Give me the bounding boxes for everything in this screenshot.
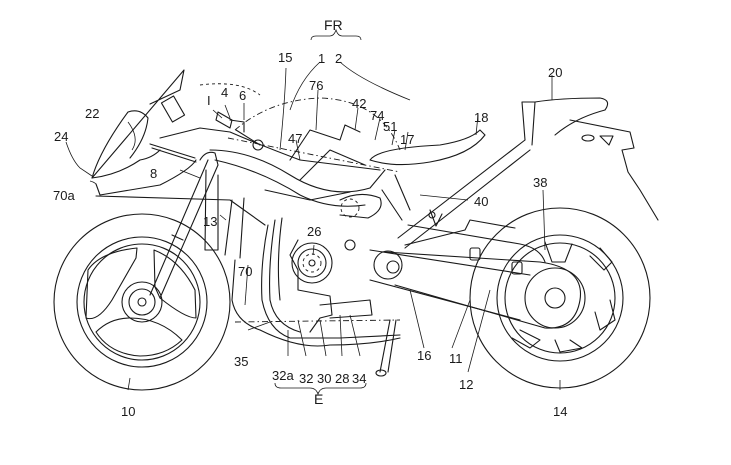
ref-32a: 32a [272, 368, 294, 383]
assembly-label: E [314, 391, 323, 407]
leader-lines [65, 28, 561, 396]
ref-70: 70 [238, 264, 252, 279]
rear-wheel [469, 207, 651, 389]
ref-26: 26 [307, 224, 321, 239]
ref-15: 15 [278, 50, 292, 65]
ref-12: 12 [459, 377, 473, 392]
main-frame [204, 97, 411, 259]
ref-14: 14 [553, 404, 567, 419]
direction-label: FR [324, 17, 343, 33]
ref-24: 24 [54, 129, 68, 144]
ref-30: 30 [317, 371, 331, 386]
reference-labels: FR E 1 2 4 6 I 8 10 11 12 13 14 15 16 17… [53, 17, 567, 419]
ref-I: I [207, 93, 211, 108]
ref-32: 32 [299, 371, 313, 386]
ref-20: 20 [548, 65, 562, 80]
swing-arm [369, 219, 582, 329]
front-fairing [91, 69, 381, 226]
ref-76: 76 [309, 78, 323, 93]
engine [231, 217, 401, 377]
ref-18: 18 [474, 110, 488, 125]
ref-17: 17 [400, 132, 414, 147]
ref-1: 1 [318, 51, 325, 66]
ref-22: 22 [85, 106, 99, 121]
ref-8: 8 [150, 166, 157, 181]
front-fork [149, 151, 219, 299]
ref-34: 34 [352, 371, 366, 386]
ref-4: 4 [221, 85, 228, 100]
ref-11: 11 [449, 351, 463, 366]
ref-2: 2 [335, 51, 342, 66]
handlebar [215, 111, 264, 151]
front-wheel [53, 213, 231, 391]
ref-51: 51 [383, 119, 397, 134]
ref-47: 47 [288, 131, 302, 146]
ref-10: 10 [121, 404, 135, 419]
rear-frame [369, 97, 659, 249]
ref-13: 13 [203, 214, 217, 229]
ref-40: 40 [474, 194, 488, 209]
ref-35: 35 [234, 354, 248, 369]
ref-42: 42 [352, 96, 366, 111]
ref-28: 28 [335, 371, 349, 386]
ref-6: 6 [239, 88, 246, 103]
ref-38: 38 [533, 175, 547, 190]
ref-70a: 70a [53, 188, 75, 203]
ref-16: 16 [417, 348, 431, 363]
ref-74: 74 [370, 108, 384, 123]
